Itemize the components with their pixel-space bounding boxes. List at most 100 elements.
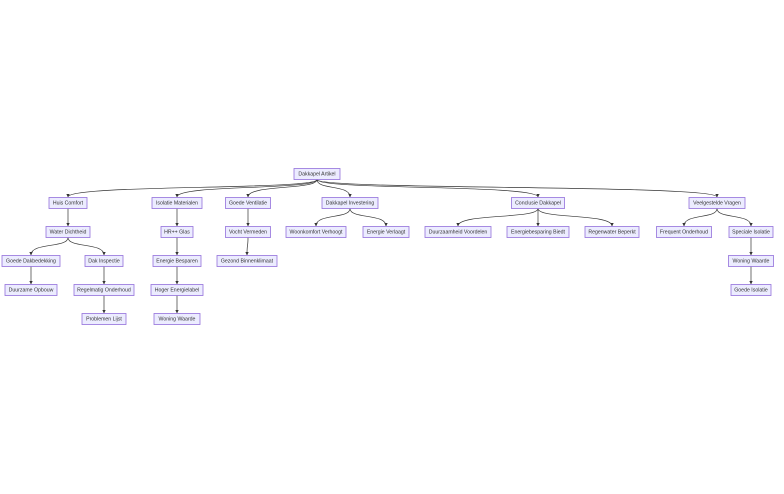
node-label: Vocht Vermeden [229,229,267,235]
node-box [688,197,746,209]
node-energie-besparen: Energie Besparen [152,255,202,267]
node-label: Energiebesparing Biedt [511,229,565,235]
edge-dakkapel_investering-to-woonkomfort_verhoogt [314,208,351,227]
node-box [81,313,127,325]
node-box [321,197,379,209]
node-box [151,197,203,209]
node-goede-ventilatie: Goede Ventilatie [225,197,271,209]
edge-conclusie_dakkapel-to-duurzaamheid_voordelen [456,208,539,227]
node-label: Gezond Binnenklimaat [221,258,274,264]
node-label: Duurzame Opbouw [9,287,54,293]
node-label: Dak Inspectie [88,258,120,264]
node-problemen-lijst: Problemen Lijst [81,313,127,325]
node-dak-inspectie: Dak Inspectie [84,255,124,267]
node-woning-waarde-r: Woning Waarde [728,255,774,267]
node-label: Frequent Onderhoud [660,229,708,235]
node-label: Huis Comfort [53,200,84,206]
node-box [45,226,91,238]
node-box [584,226,640,238]
node-box [730,284,772,296]
node-regelmatig-onderhoud: Regelmatig Onderhoud [73,284,135,296]
node-energiebesparing-biedt: Energiebesparing Biedt [506,226,570,238]
node-label: Conclusie Dakkapel [515,200,561,206]
node-frequent-onderhoud: Frequent Onderhoud [656,226,712,238]
node-duurzame-opbouw: Duurzame Opbouw [4,284,58,296]
node-dakkapel-investering: Dakkapel Investering [321,197,379,209]
node-box [728,255,774,267]
node-box [728,226,774,238]
node-label: Regenwater Beperkt [588,229,636,235]
edge-water_dichtheid-to-dak_inspectie [67,237,106,256]
node-label: Dakkapel Artikel [298,171,335,177]
node-label: Goede Isolatie [734,287,768,293]
edge-conclusie_dakkapel-to-regenwater_beperkt [537,208,614,227]
node-label: Energie Besparen [156,258,198,264]
edge-root-to-veelgestelde_vragen [316,179,719,198]
node-woning-waarde: Woning Waarde [153,313,201,325]
edge-root-to-goede_ventilatie [246,179,318,198]
edge-root-to-conclusie_dakkapel [316,179,540,198]
node-box [362,226,410,238]
node-label: Duurzaamheid Voordelen [429,229,488,235]
node-label: Woning Waarde [159,316,196,322]
node-box [160,226,194,238]
node-conclusie-dakkapel: Conclusie Dakkapel [511,197,565,209]
node-box [48,197,88,209]
node-label: Veelgestelde Vragen [693,200,741,206]
node-label: Problemen Lijst [86,316,122,322]
node-box [1,255,61,267]
edge-root-to-isolatie_materialen [175,179,318,198]
node-hoger-energielabel: Hoger Energielabel [150,284,204,296]
node-box [225,226,271,238]
node-energie-verlaagt: Energie Verlaagt [362,226,410,238]
edge-root-to-huis_comfort [66,179,318,198]
node-vocht-vermeden: Vocht Vermeden [225,226,271,238]
node-goede-dakbedekking: Goede Dakbedekking [1,255,61,267]
node-box [285,226,347,238]
node-gezond-binnenklimaat: Gezond Binnenklimaat [216,255,278,267]
node-box [216,255,278,267]
edge-veelgestelde_vragen-to-speciale_isolatie [716,208,753,227]
node-label: Goede Ventilatie [229,200,267,206]
node-veelgestelde-vragen: Veelgestelde Vragen [688,197,746,209]
node-isolatie-materialen: Isolatie Materialen [151,197,203,209]
node-label: Woning Waarde [733,258,770,264]
node-box [656,226,712,238]
edge-root-to-dakkapel_investering [316,179,352,198]
node-huis-comfort: Huis Comfort [48,197,88,209]
node-label: Hoger Energielabel [155,287,199,293]
node-label: Water Dichtheid [50,229,87,235]
node-box [150,284,204,296]
node-label: Dakkapel Investering [326,200,375,206]
node-woonkomfort-verhoogt: Woonkomfort Verhoogt [285,226,347,238]
node-box [84,255,124,267]
node-label: Isolatie Materialen [156,200,198,206]
edge-veelgestelde_vragen-to-frequent_onderhoud [682,208,718,227]
node-box [225,197,271,209]
node-hr-glas: HR++ Glas [160,226,194,238]
node-box [511,197,565,209]
node-label: HR++ Glas [164,229,190,235]
node-duurzaamheid-voordelen: Duurzaamheid Voordelen [424,226,492,238]
node-box [506,226,570,238]
node-label: Goede Dakbedekking [6,258,56,264]
node-box [424,226,492,238]
node-label: Speciale Isolatie [732,229,770,235]
edge-water_dichtheid-to-goede_dakbedekking [29,237,69,256]
node-water-dichtheid: Water Dichtheid [45,226,91,238]
node-goede-isolatie: Goede Isolatie [730,284,772,296]
node-box [73,284,135,296]
node-box [152,255,202,267]
node-label: Regelmatig Onderhoud [77,287,131,293]
node-speciale-isolatie: Speciale Isolatie [728,226,774,238]
node-box [4,284,58,296]
node-label: Woonkomfort Verhoogt [290,229,344,235]
edge-vocht_vermeden-to-gezond_binnenklimaat [245,237,249,256]
node-box [293,168,341,180]
node-root: Dakkapel Artikel [293,168,341,180]
node-box [153,313,201,325]
edge-dakkapel_investering-to-energie_verlaagt [349,208,388,227]
node-regenwater-beperkt: Regenwater Beperkt [584,226,640,238]
